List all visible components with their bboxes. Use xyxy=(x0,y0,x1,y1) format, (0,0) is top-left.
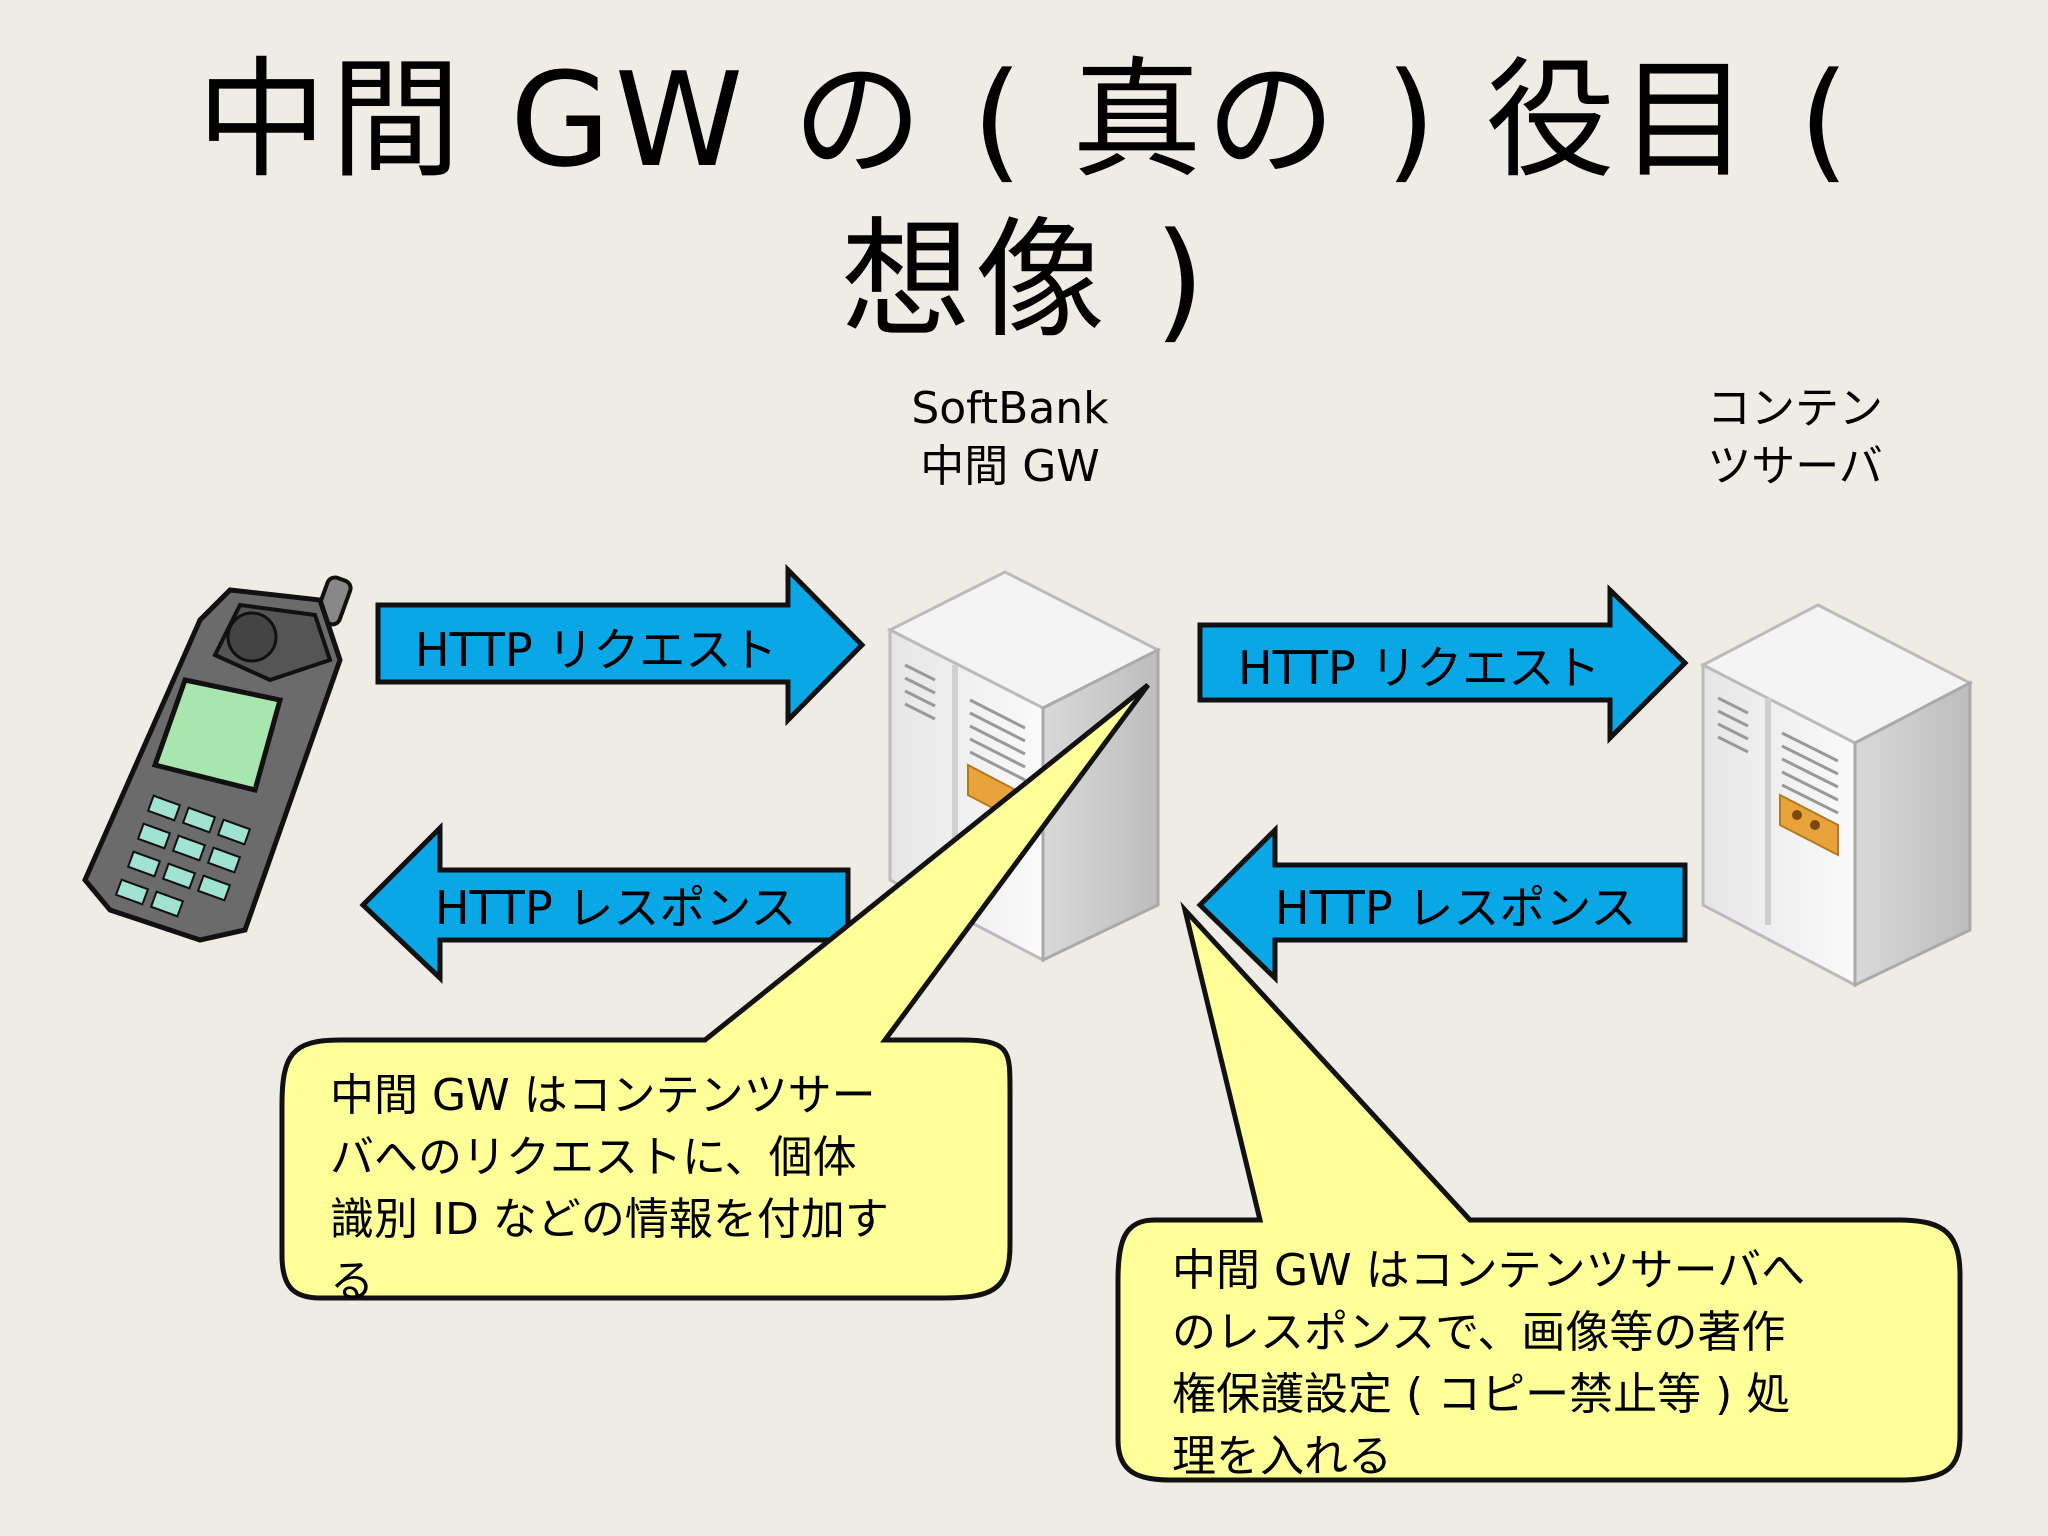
content-server-icon xyxy=(1699,603,1974,988)
request-arrow-left xyxy=(375,563,866,727)
response-arrow-right xyxy=(1196,823,1688,984)
gateway-label: SoftBank 中間 GW xyxy=(880,380,1140,496)
response-arrow-left xyxy=(359,821,851,984)
response-arrow-right-label: HTTP レスポンス xyxy=(1275,881,1637,935)
server-label-line2: ツサーバ xyxy=(1707,441,1883,492)
slide-title: 中間 GW の ( 真の ) 役目 ( 想像 ) xyxy=(196,44,1899,356)
callout-right-text: 中間 GW はコンテンツサーバへ のレスポンスで、画像等の著作 権保護設定 ( … xyxy=(1172,1245,1806,1482)
response-arrow-left-label: HTTP レスポンス xyxy=(435,881,797,935)
request-arrow-right-label: HTTP リクエスト xyxy=(1238,641,1601,695)
callout-left-text: 中間 GW はコンテンツサー バへのリクエストに、個体 識別 ID などの情報を… xyxy=(330,1070,889,1307)
request-arrow-left-label: HTTP リクエスト xyxy=(415,623,778,677)
gateway-server-icon xyxy=(886,570,1162,963)
callout-right-bubble xyxy=(1115,901,1963,1483)
request-arrow-right xyxy=(1197,584,1689,745)
gateway-label-line2: 中間 GW xyxy=(920,441,1100,492)
server-label: コンテン ツサーバ xyxy=(1665,380,1925,496)
gateway-label-line1: SoftBank xyxy=(911,383,1109,434)
server-label-line1: コンテン xyxy=(1707,383,1883,434)
mobile-phone-icon xyxy=(82,575,353,943)
callout-left-bubble xyxy=(279,683,1151,1301)
